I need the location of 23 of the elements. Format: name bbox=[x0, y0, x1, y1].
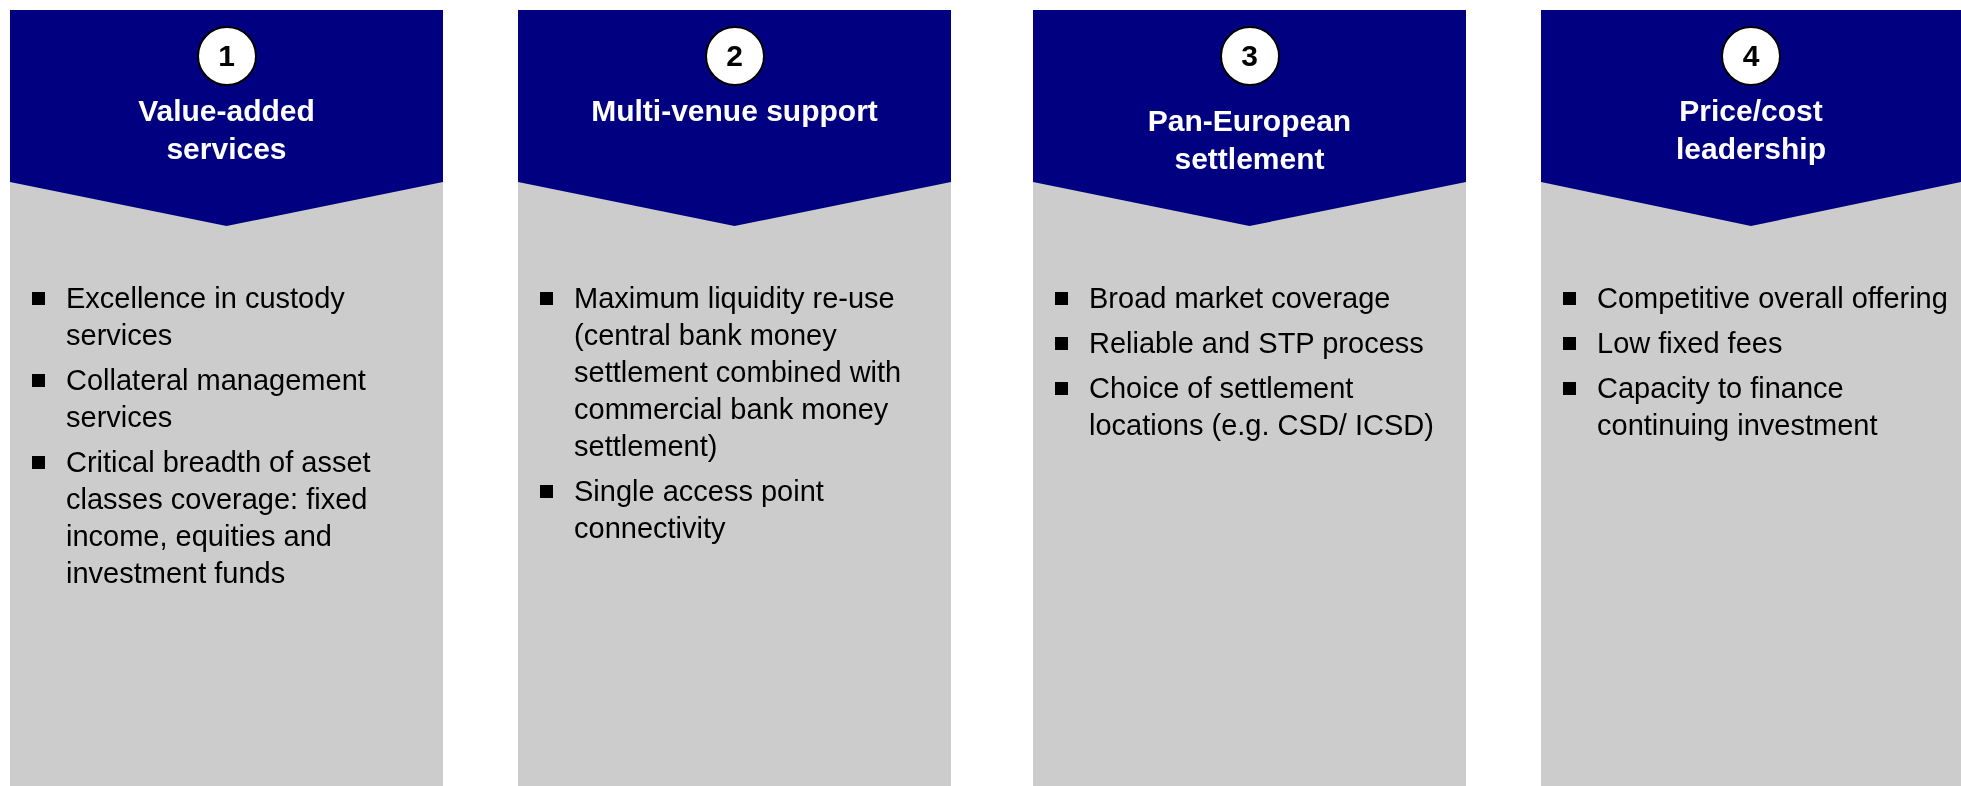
chevron-header bbox=[1033, 10, 1466, 226]
bullet-text: Collateral management services bbox=[66, 363, 367, 435]
bullet-text: Capacity to finance continuing investment bbox=[1597, 371, 1879, 443]
bullet-text: Choice of settlement locations (e.g. CSD/ ICSD) bbox=[1089, 371, 1435, 443]
column-panel bbox=[518, 10, 951, 786]
column-panel bbox=[1541, 10, 1961, 786]
bullet-text: Critical breadth of asset classes coverage: fixed income, equities and investment funds bbox=[66, 445, 372, 591]
chevron-header bbox=[10, 10, 443, 226]
column-heading: Multi-venue support bbox=[590, 93, 879, 129]
chevron-header bbox=[518, 10, 951, 226]
bullet-text: Single access point connectivity bbox=[574, 474, 825, 546]
bullet-text: Reliable and STP process bbox=[1089, 326, 1425, 361]
bullet-text: Maximum liquidity re-use (central bank money settlement combined with commercial bank money settlement) bbox=[574, 281, 903, 464]
chevron-header bbox=[1541, 10, 1961, 226]
bullet-text: Low fixed fees bbox=[1597, 326, 1784, 361]
column-heading: Price/cost leadership bbox=[1674, 93, 1828, 167]
bullet-text: Competitive overall offering bbox=[1597, 281, 1949, 316]
column-panel bbox=[10, 10, 443, 786]
column-heading: Value-added services bbox=[137, 93, 316, 167]
column-heading: Pan-European settlement bbox=[1146, 103, 1353, 177]
bullet-text: Excellence in custody services bbox=[66, 281, 346, 353]
column-panel bbox=[1033, 10, 1466, 786]
bullet-text: Broad market coverage bbox=[1089, 281, 1392, 316]
